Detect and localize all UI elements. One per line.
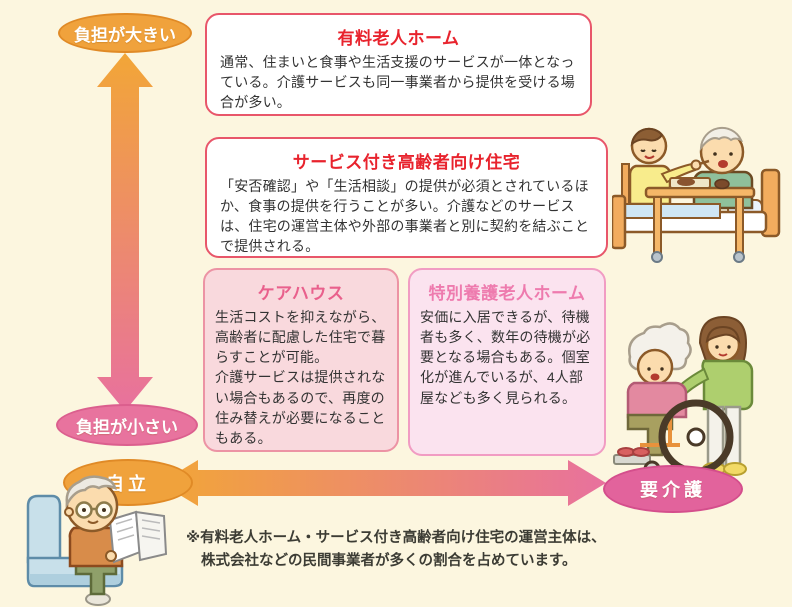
box-yuryo-body: 通常、住まいと食事や生活支援のサービスが一体となっている。介護サービスも同一事業…	[220, 54, 575, 111]
axis-label-burden-large: 負担が大きい	[58, 13, 192, 53]
illustration-wheelchair	[613, 315, 754, 478]
illustration-reading-armchair	[26, 475, 168, 606]
axis-label-needs-care-text: 要介護	[640, 480, 706, 500]
box-care-house-body: 生活コストを抑えながら、高齢者に配慮した住宅で暮らすことが可能。 介護サービスは…	[215, 309, 386, 446]
illustration-bed-feeding	[612, 126, 781, 263]
box-yuryo-title: 有料老人ホーム	[337, 29, 460, 48]
footnote-line1: ※有料老人ホーム・サービス付き高齢者向け住宅の運営主体は、	[186, 530, 606, 546]
axis-label-burden-large-text: 負担が大きい	[74, 25, 176, 45]
box-care-house: ケアハウス 生活コストを抑えながら、高齢者に配慮した住宅で暮らすことが可能。 介…	[203, 268, 399, 452]
box-care-house-title: ケアハウス	[257, 284, 345, 303]
care-level-axis-arrow	[160, 460, 606, 506]
axis-label-burden-small: 負担が小さい	[56, 404, 198, 446]
box-tokuyo-body: 安価に入居できるが、待機者も多く、数年の待機が必要となる場合もある。個室化が進ん…	[420, 309, 591, 406]
box-service-title: サービス付き高齢者向け住宅	[292, 153, 521, 172]
footnote: ※有料老人ホーム・サービス付き高齢者向け住宅の運営主体は、 株式会社などの民間事…	[186, 527, 626, 573]
box-tokuyo-title: 特別養護老人ホーム	[428, 284, 586, 303]
box-service-body: 「安否確認」や「生活相談」の提供が必須とされているほか、食事の提供を行うことが多…	[220, 178, 590, 255]
axis-label-burden-small-text: 負担が小さい	[76, 417, 178, 437]
box-tokuyo: 特別養護老人ホーム 安価に入居できるが、待機者も多く、数年の待機が必要となる場合…	[408, 268, 606, 456]
box-yuryo-rojin-home: 有料老人ホーム 通常、住まいと食事や生活支援のサービスが一体となっている。介護サ…	[205, 13, 592, 116]
burden-axis-arrow	[97, 53, 153, 411]
axis-label-needs-care: 要介護	[603, 465, 743, 513]
footnote-line2: 株式会社などの民間事業者が多くの割合を占めています。	[201, 553, 577, 570]
box-service-senior-housing: サービス付き高齢者向け住宅 「安否確認」や「生活相談」の提供が必須とされているほ…	[205, 137, 608, 258]
